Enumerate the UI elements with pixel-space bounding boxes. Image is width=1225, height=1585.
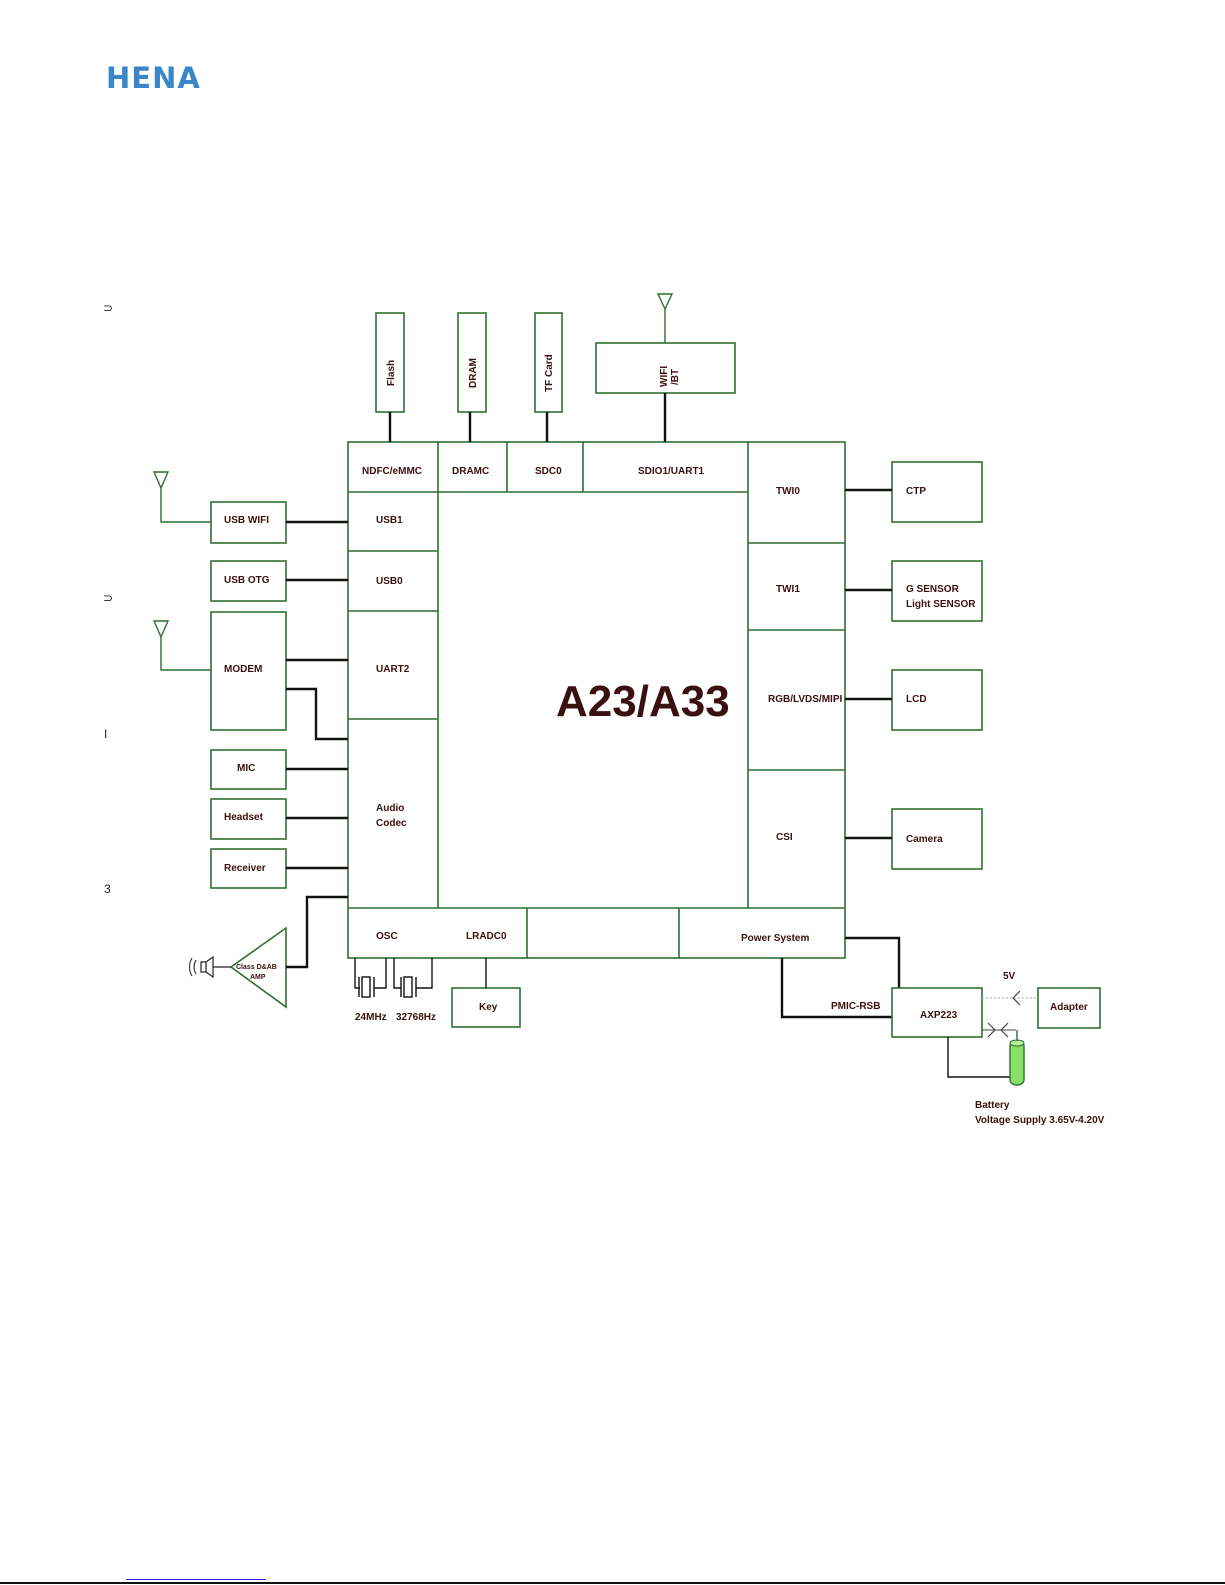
- margin-mark: ⊃: [103, 591, 114, 605]
- camera-label: Camera: [906, 834, 943, 845]
- if-osc: OSC: [376, 931, 398, 942]
- tf-card-label: TF Card: [544, 354, 555, 392]
- crystal-24mhz-icon: [354, 958, 387, 998]
- usb-otg-label: USB OTG: [224, 575, 270, 586]
- dram-label: DRAM: [468, 358, 479, 388]
- if-twi1: TWI1: [776, 584, 800, 595]
- if-sdc0: SDC0: [535, 466, 562, 477]
- if-audio: Audio: [376, 803, 404, 814]
- usb-wifi-block: [210, 501, 287, 544]
- light-sensor-label: Light SENSOR: [906, 599, 976, 610]
- crystal-24mhz-label: 24MHz: [355, 1012, 387, 1023]
- wifi-label: WIFI: [659, 366, 670, 387]
- usb-otg-block: [210, 560, 287, 602]
- headset-block: [210, 798, 287, 840]
- bt-label: /BT: [670, 369, 681, 385]
- amp-class-label: Class D&AB: [236, 964, 277, 971]
- adapter-connector-icon: [982, 990, 1038, 1006]
- key-block[interactable]: [451, 987, 521, 1028]
- if-twi0: TWI0: [776, 486, 800, 497]
- flash-label: Flash: [386, 360, 397, 386]
- pmic-bus-label: PMIC-RSB: [831, 1001, 880, 1012]
- battery-connector-icon: [982, 1022, 1016, 1038]
- modem-label: MODEM: [224, 664, 262, 675]
- if-rgb-lvds-mipi: RGB/LVDS/MIPI: [768, 694, 842, 705]
- modem-block: [210, 611, 287, 731]
- amp-label: AMP: [250, 974, 266, 981]
- key-label: Key: [479, 1002, 498, 1013]
- adapter-voltage-label: 5V: [1003, 971, 1016, 982]
- battery-label: Battery: [975, 1100, 1010, 1111]
- margin-mark: ⊃: [103, 301, 114, 315]
- if-dramc: DRAMC: [452, 466, 489, 477]
- ctp-label: CTP: [906, 486, 926, 497]
- battery-voltage-label: Voltage Supply 3.65V-4.20V: [975, 1115, 1105, 1126]
- antenna-icon: [152, 620, 211, 671]
- tf-card-block: [534, 312, 563, 413]
- if-lradc0: LRADC0: [466, 931, 507, 942]
- sensor-block: [891, 560, 983, 622]
- usb-wifi-label: USB WIFI: [224, 515, 269, 526]
- footer-rule: [0, 1582, 1225, 1584]
- speaker-icon: [189, 955, 231, 979]
- wifi-bt-block: [595, 342, 736, 394]
- pmic-label: AXP223: [920, 1010, 958, 1021]
- receiver-block: [210, 848, 287, 889]
- g-sensor-label: G SENSOR: [906, 584, 960, 595]
- margin-mark: I: [104, 727, 108, 741]
- headset-label: Headset: [224, 812, 264, 823]
- ctp-block: [891, 461, 983, 523]
- soc-outline: [347, 441, 846, 959]
- lcd-label: LCD: [906, 694, 927, 705]
- logo-text: HENA: [106, 62, 201, 92]
- margin-mark: 3: [104, 882, 111, 896]
- adapter-label: Adapter: [1050, 1002, 1088, 1013]
- soc-chip: [347, 441, 846, 959]
- flash-block: [375, 312, 405, 413]
- footer-link-underline[interactable]: [126, 1579, 266, 1580]
- pmic-block: [891, 987, 983, 1038]
- hena-logo: HENA: [106, 62, 201, 92]
- mic-label: MIC: [237, 763, 255, 774]
- if-usb1: USB1: [376, 515, 403, 526]
- chip-name: A23/A33: [556, 677, 730, 726]
- if-csi: CSI: [776, 832, 793, 843]
- if-uart2: UART2: [376, 664, 410, 675]
- receiver-label: Receiver: [224, 863, 266, 874]
- mic-block: [210, 749, 287, 790]
- if-sdio1-uart1: SDIO1/UART1: [638, 466, 705, 477]
- if-codec: Codec: [376, 818, 407, 829]
- adapter-block: [1037, 987, 1101, 1029]
- dram-block: [457, 312, 487, 413]
- if-ndfc-emmc: NDFC/eMMC: [362, 466, 422, 477]
- crystal-32768hz-icon: [393, 958, 433, 998]
- battery-icon: [1009, 1030, 1025, 1086]
- camera-block: [891, 808, 983, 870]
- antenna-icon: [656, 293, 674, 343]
- crystal-32768hz-label: 32768Hz: [396, 1012, 436, 1023]
- antenna-icon: [152, 471, 211, 523]
- if-usb0: USB0: [376, 576, 403, 587]
- if-power-system: Power System: [741, 933, 809, 944]
- lcd-block: [891, 669, 983, 731]
